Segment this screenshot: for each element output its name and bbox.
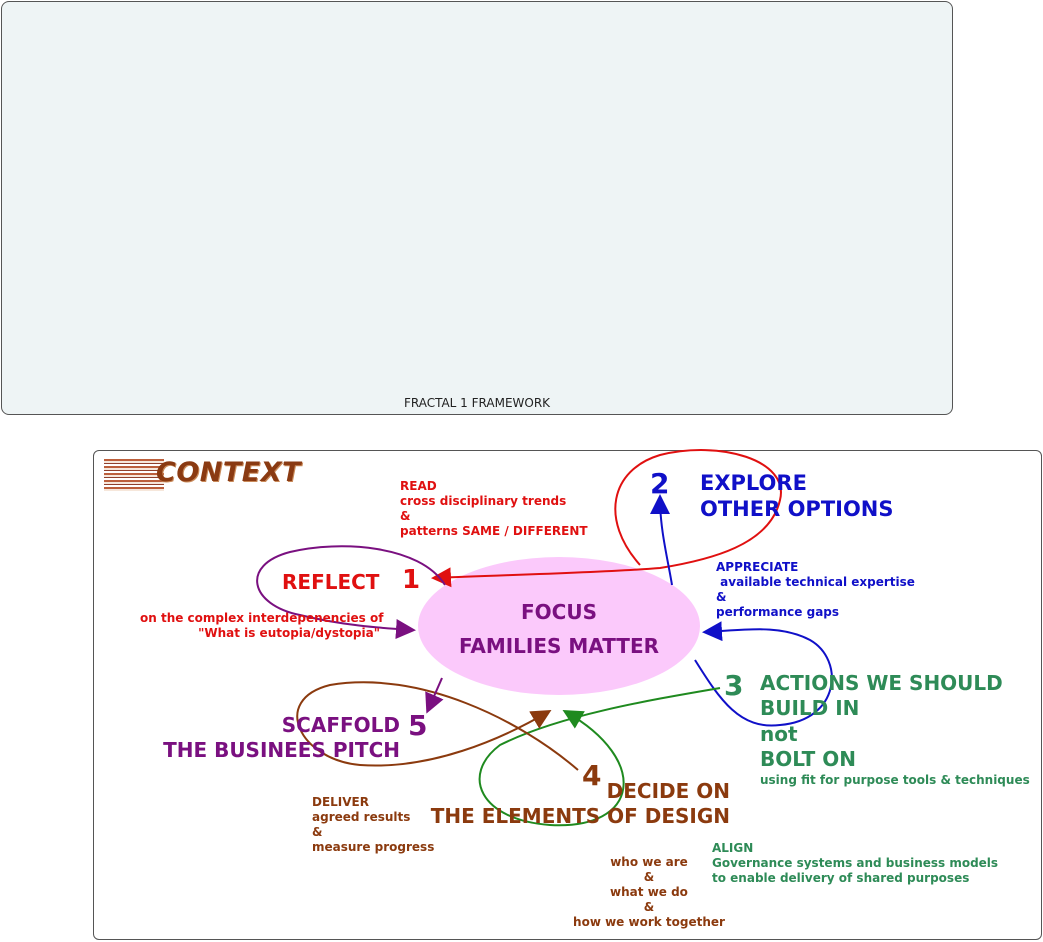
read-text: READ cross disciplinary trends & pattern… xyxy=(400,479,588,538)
context-logo-stripes xyxy=(104,459,164,491)
arrow-explore xyxy=(650,494,673,586)
loop-appreciate xyxy=(694,621,833,727)
step-3-number: 3 xyxy=(724,669,744,702)
reflect-note: on the complex interdepenencies of "What… xyxy=(140,611,384,640)
diagram-panel xyxy=(93,450,1042,940)
decide-title: DECIDE ON THE ELEMENTS OF DESIGN xyxy=(430,779,730,829)
step-4-number: 4 xyxy=(582,759,602,792)
actions-subtitle: using fit for purpose tools & techniques xyxy=(760,773,1030,787)
deliver-text: DELIVER agreed results & measure progres… xyxy=(312,795,435,854)
loop-align xyxy=(478,687,721,827)
step-2-number: 2 xyxy=(650,467,670,500)
context-logo-text: CONTEXT xyxy=(156,457,301,488)
who-text: who we are & what we do & how we work to… xyxy=(573,855,725,929)
top-panel-caption: FRACTAL 1 FRAMEWORK xyxy=(403,396,551,410)
step-1-number: 1 xyxy=(402,565,421,595)
arrow-scaffold xyxy=(425,677,444,714)
context-logo: CONTEXT xyxy=(96,455,316,495)
focus-title: FOCUS xyxy=(521,600,597,624)
explore-title: EXPLORE OTHER OPTIONS xyxy=(700,471,894,521)
appreciate-text: APPRECIATE available technical expertise… xyxy=(716,560,915,619)
scaffold-title: SCAFFOLD THE BUSINEES PITCH xyxy=(163,713,400,763)
step-5-number: 5 xyxy=(408,709,428,742)
actions-title: ACTIONS WE SHOULD BUILD IN not BOLT ON xyxy=(760,671,1003,772)
top-panel: FRACTAL 1 FRAMEWORK xyxy=(1,1,953,415)
focus-ellipse xyxy=(418,557,700,695)
align-text: ALIGN Governance systems and business mo… xyxy=(712,841,999,885)
focus-subtitle: FAMILIES MATTER xyxy=(458,634,660,658)
loop-deliver xyxy=(296,681,579,771)
reflect-title: REFLECT xyxy=(282,570,380,594)
loop-read xyxy=(431,449,782,588)
loop-reflect xyxy=(256,545,446,639)
